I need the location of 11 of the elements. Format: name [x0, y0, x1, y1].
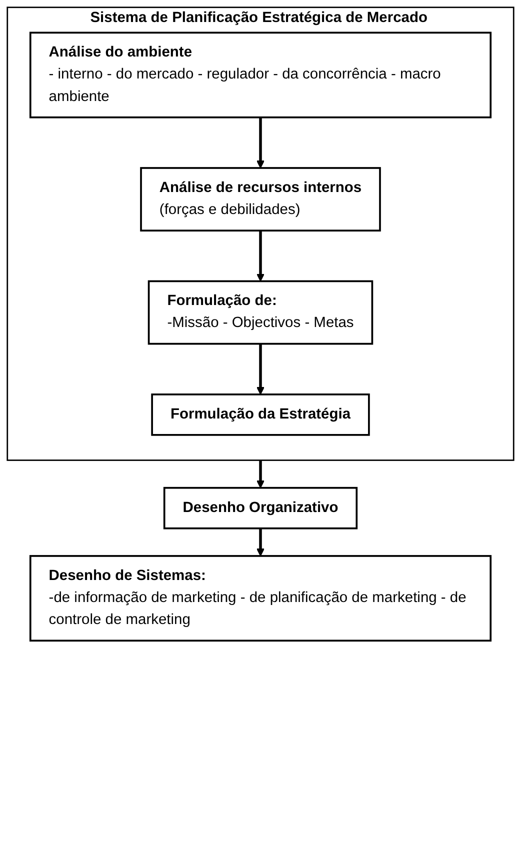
node-box: Formulação da Estratégia	[151, 394, 370, 436]
node-box: Análise do ambiente - interno - do mercado - regulador - da concorrência - macro ambiente	[29, 32, 492, 118]
arrow	[256, 117, 265, 168]
node-box: Formulação de: -Missão - Objectivos - Metas	[148, 280, 374, 345]
node-box: Desenho de Sistemas: -de informação de marketing - de planificação de marketing - de controle de marketing	[29, 555, 492, 642]
arrow	[256, 344, 265, 395]
node-box: Desenho Organizativo	[163, 486, 358, 530]
arrow	[256, 528, 265, 556]
node-box: Análise de recursos internos (forças e debilidades)	[140, 167, 381, 232]
arrow	[256, 460, 265, 488]
arrow	[256, 230, 265, 282]
